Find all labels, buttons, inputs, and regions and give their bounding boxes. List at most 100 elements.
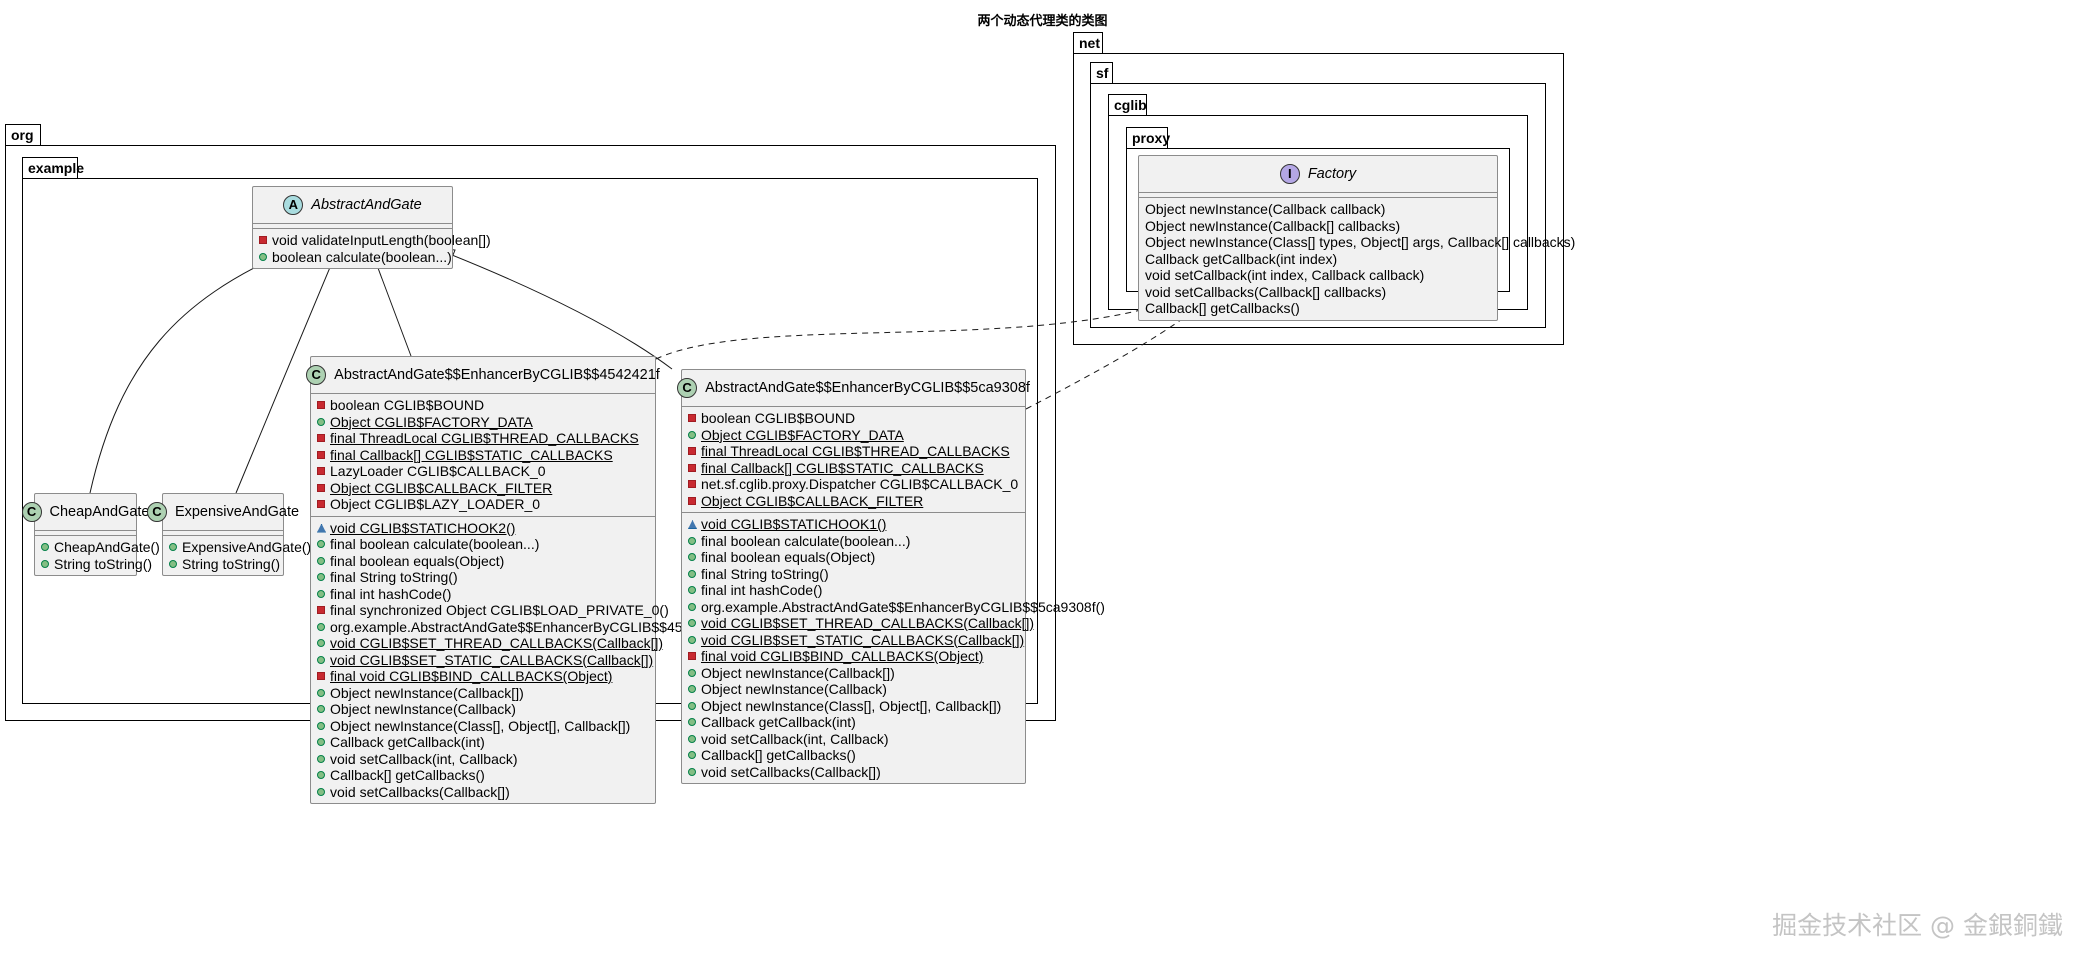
method-row: final synchronized Object CGLIB$LOAD_PRI… xyxy=(311,602,669,619)
public-icon xyxy=(317,556,325,565)
package-net xyxy=(1073,53,1564,345)
method-row: void setCallbacks(Callback[]) xyxy=(311,784,655,801)
private-icon xyxy=(688,652,696,660)
method-row: void CGLIB$SET_THREAD_CALLBACKS(Callback… xyxy=(311,635,663,652)
public-icon xyxy=(688,569,696,578)
class-icon: C xyxy=(21,502,42,522)
public-icon xyxy=(317,417,325,426)
edge-cheap-to-abstract xyxy=(89,252,286,494)
method-row: void setCallback(int, Callback) xyxy=(682,731,1025,748)
package-sf xyxy=(1090,83,1546,328)
field-row: boolean CGLIB$BOUND xyxy=(311,397,655,414)
edge-enhancer1-to-abstract xyxy=(371,251,412,357)
field-row: final Callback[] CGLIB$STATIC_CALLBACKS xyxy=(682,460,1025,477)
public-icon xyxy=(259,252,267,261)
public-icon xyxy=(41,543,49,551)
methods-section: void validateInputLength(boolean[]) bool… xyxy=(253,229,491,268)
public-icon xyxy=(317,705,325,713)
method-row: void setCallbacks(Callback[]) xyxy=(682,764,1025,781)
method-row: Object newInstance(Callback[]) xyxy=(311,685,655,702)
class-header: C AbstractAndGate$$EnhancerByCGLIB$$4542… xyxy=(306,357,660,394)
method-row: void setCallbacks(Callback[] callbacks) xyxy=(1145,283,1387,300)
method-row: Callback[] getCallbacks() xyxy=(311,767,655,784)
class-enhancer-4542421f[interactable]: C AbstractAndGate$$EnhancerByCGLIB$$4542… xyxy=(306,356,735,804)
field-row: final ThreadLocal CGLIB$THREAD_CALLBACKS xyxy=(682,443,1025,460)
class-expensive-and-gate[interactable]: C ExpensiveAndGate ExpensiveAndGate() St… xyxy=(146,493,311,576)
method-row: void setCallback(int, Callback) xyxy=(311,751,655,768)
public-icon xyxy=(688,635,696,644)
field-row: LazyLoader CGLIB$CALLBACK_0 xyxy=(311,463,655,480)
package-tab-sf: sf xyxy=(1090,62,1113,84)
fields-section xyxy=(253,224,452,229)
public-icon xyxy=(688,668,696,677)
fields-section xyxy=(1139,193,1497,198)
method-row: Object newInstance(Class[] types, Object… xyxy=(1145,234,1576,250)
method-row: final String toString() xyxy=(311,569,655,586)
edge-enhancer1-to-factory xyxy=(655,282,1213,360)
method-row: final void CGLIB$BIND_CALLBACKS(Object) xyxy=(682,648,1025,665)
method-row: final String toString() xyxy=(682,566,1025,583)
method-row: void CGLIB$SET_STATIC_CALLBACKS(Callback… xyxy=(311,652,655,669)
field-row: Object CGLIB$FACTORY_DATA xyxy=(682,427,1025,444)
method-row: Callback getCallback(int) xyxy=(311,734,655,751)
private-icon xyxy=(317,483,325,492)
method-row: Object newInstance(Callback[] callbacks) xyxy=(1145,217,1401,234)
methods-section: CheapAndGate() String toString() xyxy=(35,536,160,575)
method-row: boolean calculate(boolean...) xyxy=(253,249,452,266)
method-row: Callback getCallback(int) xyxy=(682,714,1025,731)
private-icon xyxy=(259,236,267,244)
methods-section: ExpensiveAndGate() String toString() xyxy=(163,536,311,575)
public-icon xyxy=(317,573,325,581)
public-icon xyxy=(688,718,696,726)
method-row: final int hashCode() xyxy=(682,582,1025,599)
method-row: Object newInstance(Class[], Object[], Ca… xyxy=(682,698,1025,715)
public-icon xyxy=(317,540,325,548)
diagram-title: 两个动态代理类的类图 xyxy=(977,13,1108,28)
private-icon xyxy=(317,401,325,409)
class-header: I Factory xyxy=(1139,156,1497,193)
public-icon xyxy=(688,619,696,627)
interface-factory[interactable]: I Factory Object newInstance(Callback ca… xyxy=(1138,155,1576,321)
field-row: Object CGLIB$CALLBACK_FILTER xyxy=(682,493,1025,510)
public-icon xyxy=(688,701,696,710)
class-icon: C xyxy=(306,365,327,385)
field-row: final ThreadLocal CGLIB$THREAD_CALLBACKS xyxy=(311,430,655,447)
class-icon: C xyxy=(677,378,698,398)
method-row: Callback[] getCallbacks() xyxy=(1145,300,1300,316)
class-header: C CheapAndGate xyxy=(21,494,149,531)
method-row: ExpensiveAndGate() xyxy=(163,539,311,556)
method-row: final boolean calculate(boolean...) xyxy=(311,536,655,553)
method-row: void setCallback(int index, Callback cal… xyxy=(1145,267,1425,283)
class-abstract-and-gate[interactable]: A AbstractAndGate void validateInputLeng… xyxy=(252,186,491,269)
methods-section: Object newInstance(Callback callback)Obj… xyxy=(1139,198,1576,320)
private-icon xyxy=(688,447,696,455)
public-icon xyxy=(317,721,325,730)
package-tab-proxy: proxy xyxy=(1126,127,1170,149)
field-row: Object CGLIB$LAZY_LOADER_0 xyxy=(311,496,655,513)
method-row: void CGLIB$STATICHOOK2() xyxy=(311,520,655,537)
class-header: A AbstractAndGate xyxy=(253,187,452,224)
method-row: void CGLIB$SET_STATIC_CALLBACKS(Callback… xyxy=(682,632,1025,649)
private-icon xyxy=(317,467,325,475)
public-icon xyxy=(688,685,696,693)
public-icon xyxy=(317,787,325,796)
method-row: String toString() xyxy=(163,556,283,573)
private-icon xyxy=(317,450,325,459)
class-cheap-and-gate[interactable]: C CheapAndGate CheapAndGate() String toS… xyxy=(21,493,160,576)
private-icon xyxy=(688,414,696,422)
public-icon xyxy=(317,639,325,647)
public-icon xyxy=(688,602,696,611)
method-row: void CGLIB$SET_THREAD_CALLBACKS(Callback… xyxy=(682,615,1034,632)
method-row: org.example.AbstractAndGate$$EnhancerByC… xyxy=(682,599,1105,616)
package-tab-example: example xyxy=(22,157,84,179)
field-row: Object CGLIB$CALLBACK_FILTER xyxy=(311,480,655,497)
package-tab-net: net xyxy=(1073,32,1103,54)
private-icon xyxy=(317,606,325,614)
class-enhancer-5ca9308f[interactable]: C AbstractAndGate$$EnhancerByCGLIB$$5ca9… xyxy=(677,369,1105,784)
public-icon xyxy=(688,536,696,545)
method-row: Object newInstance(Class[], Object[], Ca… xyxy=(311,718,655,735)
method-row: Object newInstance(Callback) xyxy=(682,681,1025,698)
private-icon xyxy=(317,434,325,442)
